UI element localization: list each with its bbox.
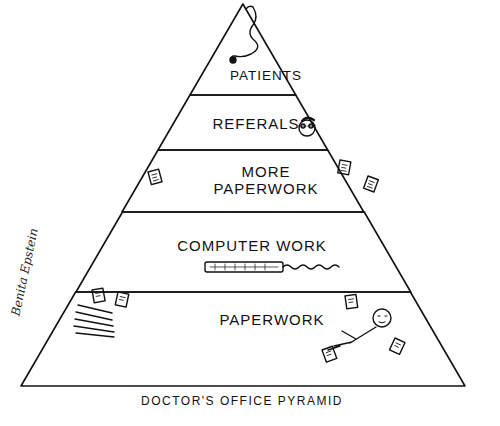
pyramid-band: PAPERWORK bbox=[21, 292, 465, 386]
pyramid-band: REFERALS bbox=[158, 95, 328, 150]
band-label: REFERALS bbox=[212, 115, 299, 132]
paper-pile bbox=[74, 288, 129, 337]
keyboard bbox=[205, 262, 339, 272]
band-label: COMPUTER WORK bbox=[177, 237, 327, 254]
caption: DOCTOR'S OFFICE PYRAMID bbox=[141, 394, 343, 408]
pyramid-band: MORE PAPERWORK bbox=[122, 150, 364, 212]
band-outline-shape bbox=[158, 95, 328, 150]
stethoscope bbox=[230, 6, 258, 63]
pyramid-band: PATIENTS bbox=[190, 4, 296, 95]
paper-sheet bbox=[148, 169, 162, 184]
band-label: PATIENTS bbox=[230, 68, 302, 84]
paper-sheet bbox=[364, 176, 379, 192]
band-outline-shape bbox=[21, 292, 465, 386]
band-outline-shape bbox=[122, 150, 364, 212]
band-outline bbox=[21, 292, 465, 386]
band-label: MORE PAPERWORK bbox=[207, 163, 325, 198]
paper-sheet bbox=[338, 160, 351, 175]
doctor-head bbox=[299, 118, 315, 136]
pyramid-band: COMPUTER WORK bbox=[76, 212, 411, 292]
signature: Benita Epstein bbox=[8, 227, 40, 317]
buried-person bbox=[322, 294, 405, 362]
band-outline-shape bbox=[76, 212, 411, 292]
band-label: PAPERWORK bbox=[219, 311, 324, 328]
